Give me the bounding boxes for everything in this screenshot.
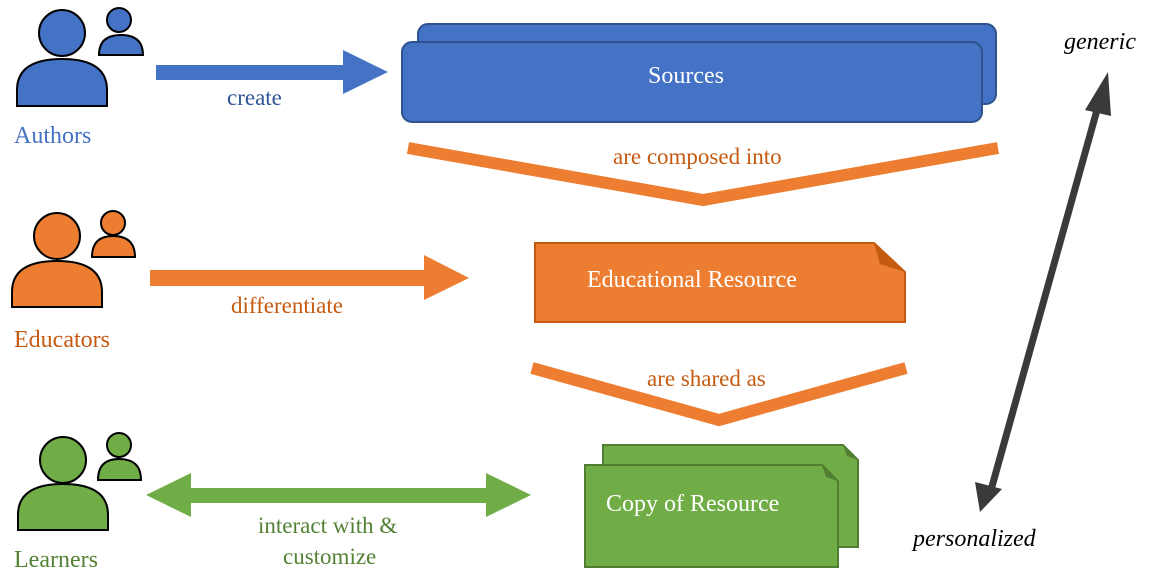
copy-of-resource-box [584, 444, 859, 568]
educators-icon [11, 210, 137, 308]
learners-icon [17, 432, 143, 531]
differentiate-label: differentiate [231, 293, 343, 318]
interact-label-line2: customize [283, 544, 377, 569]
sources-box-label: Sources [648, 63, 724, 89]
sources-box [401, 23, 997, 123]
educational-resource-label: Educational Resource [587, 267, 797, 293]
interact-double-arrow [146, 473, 531, 517]
authors-icon [16, 7, 145, 107]
composed-label: are composed into [613, 144, 782, 169]
learners-label: Learners [14, 547, 98, 573]
shared-connector [530, 362, 908, 427]
authors-label: Authors [14, 123, 92, 149]
axis-personalized-label: personalized [913, 526, 1036, 552]
differentiate-arrow [150, 255, 469, 300]
create-arrow [156, 50, 388, 94]
create-label: create [227, 85, 282, 110]
generic-personalized-axis [975, 72, 1111, 512]
educators-label: Educators [14, 327, 110, 353]
composed-connector [406, 142, 1000, 207]
educational-resource-box [534, 242, 906, 323]
axis-generic-label: generic [1064, 29, 1136, 55]
interact-label-line1: interact with & [258, 513, 398, 538]
shared-label: are shared as [647, 366, 766, 391]
copy-of-resource-label: Copy of Resource [606, 491, 780, 517]
